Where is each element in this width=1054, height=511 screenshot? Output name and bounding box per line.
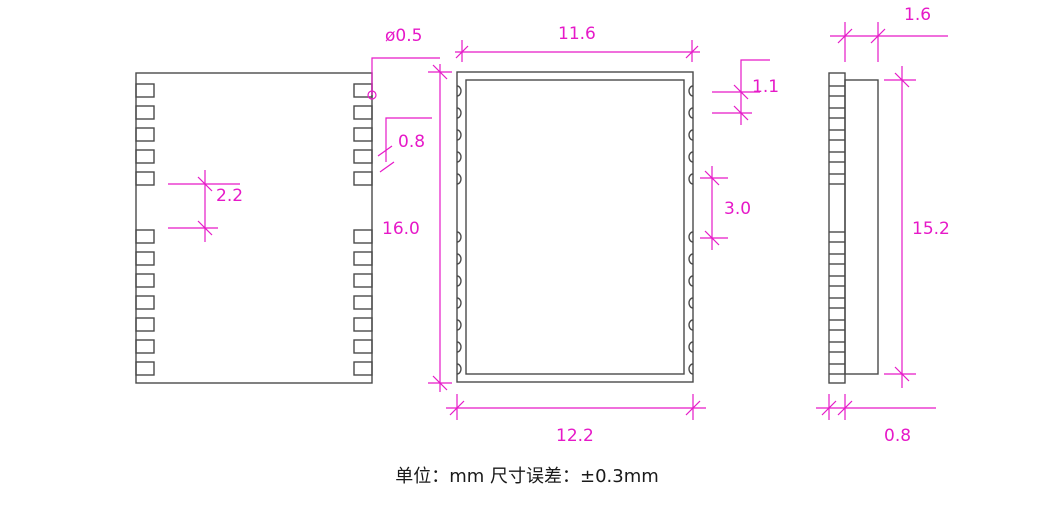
castellation [456,107,462,119]
left-edge-pads [135,83,155,376]
dim-tick [685,400,701,416]
pad [135,317,155,332]
castellation [456,319,462,331]
edge-offset-label: 1.1 [752,77,779,97]
dim-tick [432,375,448,391]
overall-height-label: 16.0 [382,219,420,239]
castellation [688,129,694,141]
dim-tick [197,176,213,192]
castellation [688,231,694,243]
pad [353,295,373,310]
castellation [456,173,462,185]
pad-spacing-label: 3.0 [724,199,751,219]
dim-tick [894,366,910,382]
pad [135,339,155,354]
side-castellations [829,85,845,375]
pad [353,339,373,354]
pad [135,273,155,288]
dim-tick [870,28,886,44]
shield-can-outline [465,79,685,375]
top-view-right-castellations [688,85,694,375]
pad [135,127,155,142]
castellation [456,363,462,375]
overall-width-label: 12.2 [556,426,594,446]
dim-tick [733,84,749,100]
pad [353,171,373,186]
dimension-lines: ø0.5 11.6 16.0 0.8 2.2 1.1 [168,5,950,446]
dim-tick [733,105,749,121]
castellation [688,173,694,185]
castellation [456,253,462,265]
castellation [456,231,462,243]
units-caption: 单位：mm 尺寸误差：±0.3mm [395,466,659,487]
castellation [456,297,462,309]
dim-tick [197,220,213,236]
bottom-view-outline [135,72,373,384]
top-width-label: 11.6 [558,24,596,44]
top-view-left-castellations [456,85,462,375]
dim-tick [821,400,837,416]
castellation [456,85,462,97]
top-view-outline [456,71,694,383]
castellation [688,319,694,331]
bottom-view [135,72,373,384]
pad [135,229,155,244]
hole-diameter-label: ø0.5 [385,26,422,46]
pad [353,149,373,164]
dim-tick [837,400,853,416]
side-view [828,72,879,384]
castellation [456,151,462,163]
dim-tick [455,45,469,59]
pad [353,83,373,98]
pad-width-leader [385,117,432,162]
castellation [688,151,694,163]
pad [353,127,373,142]
pad [135,171,155,186]
hole-diameter-leader [371,57,440,95]
mechanical-drawing: ø0.5 11.6 16.0 0.8 2.2 1.1 [135,5,950,446]
pad [353,317,373,332]
right-edge-pads [353,83,373,376]
castellation [688,275,694,287]
castellation [688,363,694,375]
dim-tick [377,145,393,157]
pad [135,251,155,266]
side-thickness-bottom-label: 0.8 [884,426,911,446]
pcb-side-outline [828,72,846,384]
pad-pitch-label: 2.2 [216,186,243,206]
dim-tick [837,28,853,44]
castellation [456,341,462,353]
pad-width-label: 0.8 [398,132,425,152]
dim-tick [449,400,465,416]
castellation [456,275,462,287]
castellation [688,85,694,97]
pad [135,105,155,120]
pad [353,251,373,266]
shield-height-label: 15.2 [912,219,950,239]
castellation [688,297,694,309]
top-view [456,71,694,383]
dim-tick [704,170,720,186]
side-thickness-top-label: 1.6 [904,5,931,25]
pad [135,295,155,310]
pad [135,83,155,98]
pad [353,361,373,376]
shield-side-outline [844,79,879,375]
castellation [688,253,694,265]
pad [353,105,373,120]
edge-offset-leader [740,59,770,125]
pad [353,273,373,288]
hole-marker [367,90,377,100]
pad [135,361,155,376]
castellation [456,129,462,141]
dim-tick [894,72,910,88]
castellation [688,107,694,119]
dim-tick [432,64,448,80]
pad [135,149,155,164]
dim-tick [685,45,699,59]
pad [353,229,373,244]
dim-tick [379,161,395,173]
castellation [688,341,694,353]
dim-tick [704,230,720,246]
